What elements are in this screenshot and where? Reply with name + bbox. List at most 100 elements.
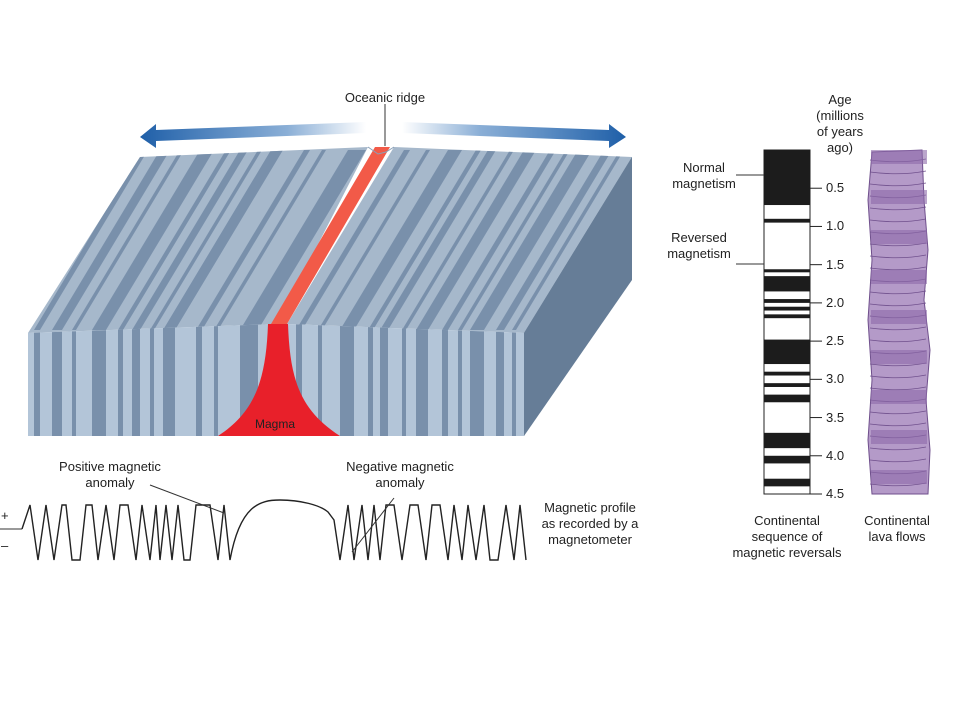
front-stripe [442, 324, 448, 436]
seafloor-stripe [92, 150, 214, 330]
seafloor-stripe [402, 150, 514, 330]
front-stripe [196, 324, 202, 436]
front-stripe [92, 324, 106, 436]
plus-sign: + [1, 508, 9, 523]
normal-polarity-band [764, 455, 810, 464]
age-tick-label: 4.0 [826, 447, 845, 463]
lava-layer-line [869, 170, 927, 175]
lava-dark-layer [871, 310, 927, 324]
lava-dark-layer [871, 430, 927, 444]
front-stripe [163, 324, 175, 436]
sequence-caption: Continental sequence of magnetic reversa… [716, 513, 858, 561]
lava-layer-line [869, 266, 927, 271]
seafloor-stripe [132, 150, 248, 330]
sequence-caption-line-3: magnetic reversals [732, 545, 842, 560]
front-stripe [214, 324, 218, 436]
lava-layers [869, 150, 927, 487]
reversal-column [736, 149, 822, 495]
front-stripe [132, 324, 140, 436]
lava-dark-layer [871, 230, 927, 244]
magma-label: Magma [254, 417, 295, 431]
normal-polarity-band [764, 218, 810, 223]
front-stripe [512, 324, 516, 436]
reversed-label-line-2: magnetism [667, 246, 731, 261]
reversed-magnetism-label: Reversed magnetism [656, 230, 742, 262]
age-tick-label: 2.5 [826, 333, 845, 349]
seafloor-stripe [214, 150, 326, 330]
front-stripes-left [34, 324, 258, 436]
lava-layer-line [869, 410, 927, 415]
front-stripe [296, 324, 302, 436]
front-stripe [150, 324, 154, 436]
crust-block [28, 146, 632, 436]
negative-anomaly-label: Negative magnetic anomaly [332, 459, 468, 491]
age-tick-label: 3.5 [826, 409, 845, 425]
reversed-label-line-1: Reversed [671, 230, 727, 245]
seafloor-stripe [416, 150, 536, 330]
lava-caption-line-2: lava flows [868, 529, 926, 544]
front-stripe [52, 324, 62, 436]
top-stripes-left [34, 150, 366, 330]
seafloor-stripe [163, 150, 283, 330]
front-stripe [402, 324, 406, 436]
seafloor-stripe [296, 150, 410, 330]
profile-curve [21, 499, 527, 561]
front-stripe [470, 324, 484, 436]
ridge-crest-top [271, 147, 390, 324]
normal-polarity-band [764, 478, 810, 487]
lava-layer-line [869, 446, 927, 451]
front-stripe [34, 324, 40, 436]
profile-caption-line-2: as recorded by a [541, 516, 639, 531]
profile-caption-line-1: Magnetic profile [544, 500, 636, 515]
lava-layer-line [869, 206, 927, 211]
front-stripe [368, 324, 373, 436]
lava-layer-line [869, 218, 927, 223]
seafloor-stripe [470, 150, 592, 330]
age-header-line-2: (millions [816, 108, 864, 123]
age-tick-label: 0.5 [826, 180, 845, 196]
normal-polarity-band [764, 269, 810, 273]
lava-dark-layer [871, 190, 927, 204]
positive-anomaly-label: Positive magnetic anomaly [50, 459, 170, 491]
seafloor-stripe [380, 150, 496, 330]
lava-layer-line [869, 374, 927, 379]
seafloor-stripe [368, 150, 481, 330]
age-tick-lines [810, 187, 822, 495]
age-tick-label: 1.5 [826, 256, 845, 272]
lava-dark-layer [871, 150, 927, 164]
normal-label-line-1: Normal [683, 160, 725, 175]
top-stripes-right [296, 150, 624, 330]
seafloor-stripe [34, 150, 148, 330]
sequence-caption-line-1: Continental [754, 513, 820, 528]
spreading-arrow-left [140, 122, 366, 148]
lava-layer-line [869, 338, 927, 343]
negative-anomaly-leader [351, 497, 395, 553]
positive-anomaly-line-1: Positive magnetic [59, 459, 161, 474]
front-stripe [72, 324, 76, 436]
normal-polarity-band [764, 306, 810, 311]
lava-dark-layer [871, 350, 927, 364]
lava-dark-layer [871, 470, 927, 484]
normal-magnetism-label: Normal magnetism [664, 160, 744, 192]
lava-layer-line [869, 290, 927, 295]
block-side-face [524, 157, 632, 436]
sequence-caption-line-2: sequence of [751, 529, 823, 544]
normal-polarity-band [764, 276, 810, 292]
positive-anomaly-line-2: anomaly [85, 475, 135, 490]
magnetic-profile [0, 484, 527, 561]
front-stripe [458, 324, 462, 436]
seafloor-stripe [496, 150, 612, 330]
seafloor-stripe [196, 150, 310, 330]
front-stripe [380, 324, 388, 436]
seafloor-stripe [240, 150, 366, 330]
front-stripe [416, 324, 428, 436]
lava-caption-line-1: Continental [864, 513, 930, 528]
seafloor-stripe [118, 150, 231, 330]
lava-caption: Continental lava flows [852, 513, 942, 545]
seafloor-stripe [340, 150, 462, 330]
lava-layer-line [869, 254, 927, 259]
normal-polarity-band [764, 150, 810, 206]
lava-layer-line [869, 182, 927, 187]
negative-anomaly-line-2: anomaly [375, 475, 425, 490]
